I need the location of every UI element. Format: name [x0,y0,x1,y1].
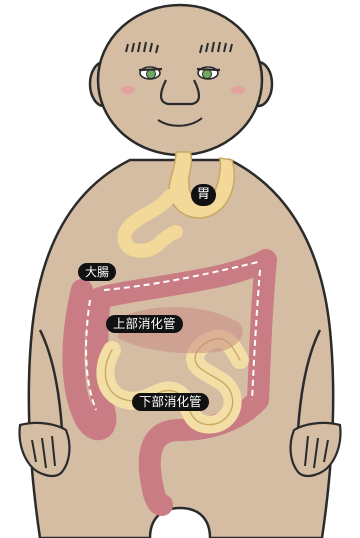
left-eyelid [139,69,162,70]
right-cheek [231,86,245,94]
left-cheek [121,86,135,94]
lower-gi-label: 下部消化管 [132,393,209,411]
left-pupil [147,70,156,79]
upper-gi-label: 上部消化管 [106,315,183,333]
head [98,5,262,155]
large-intestine-label: 大腸 [78,263,116,281]
right-eyelid [197,69,220,70]
right-pupil [203,70,212,79]
stomach-label: 胃 [191,184,216,206]
